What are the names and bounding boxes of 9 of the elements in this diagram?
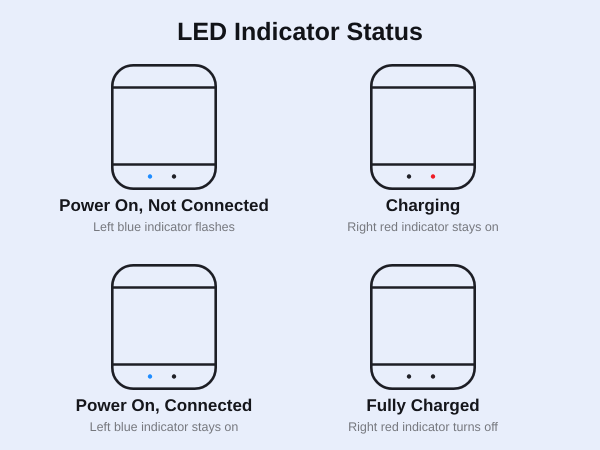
status-heading: Power On, Not Connected [59, 196, 269, 216]
status-heading: Charging [386, 196, 460, 216]
status-description: Right red indicator turns off [348, 419, 498, 435]
status-description: Right red indicator stays on [347, 219, 499, 235]
status-heading: Fully Charged [366, 396, 480, 416]
status-description: Left blue indicator stays on [90, 419, 238, 435]
status-description: Left blue indicator flashes [93, 219, 235, 235]
diagram-title: LED Indicator Status [177, 18, 423, 46]
status-heading: Power On, Connected [76, 396, 252, 416]
